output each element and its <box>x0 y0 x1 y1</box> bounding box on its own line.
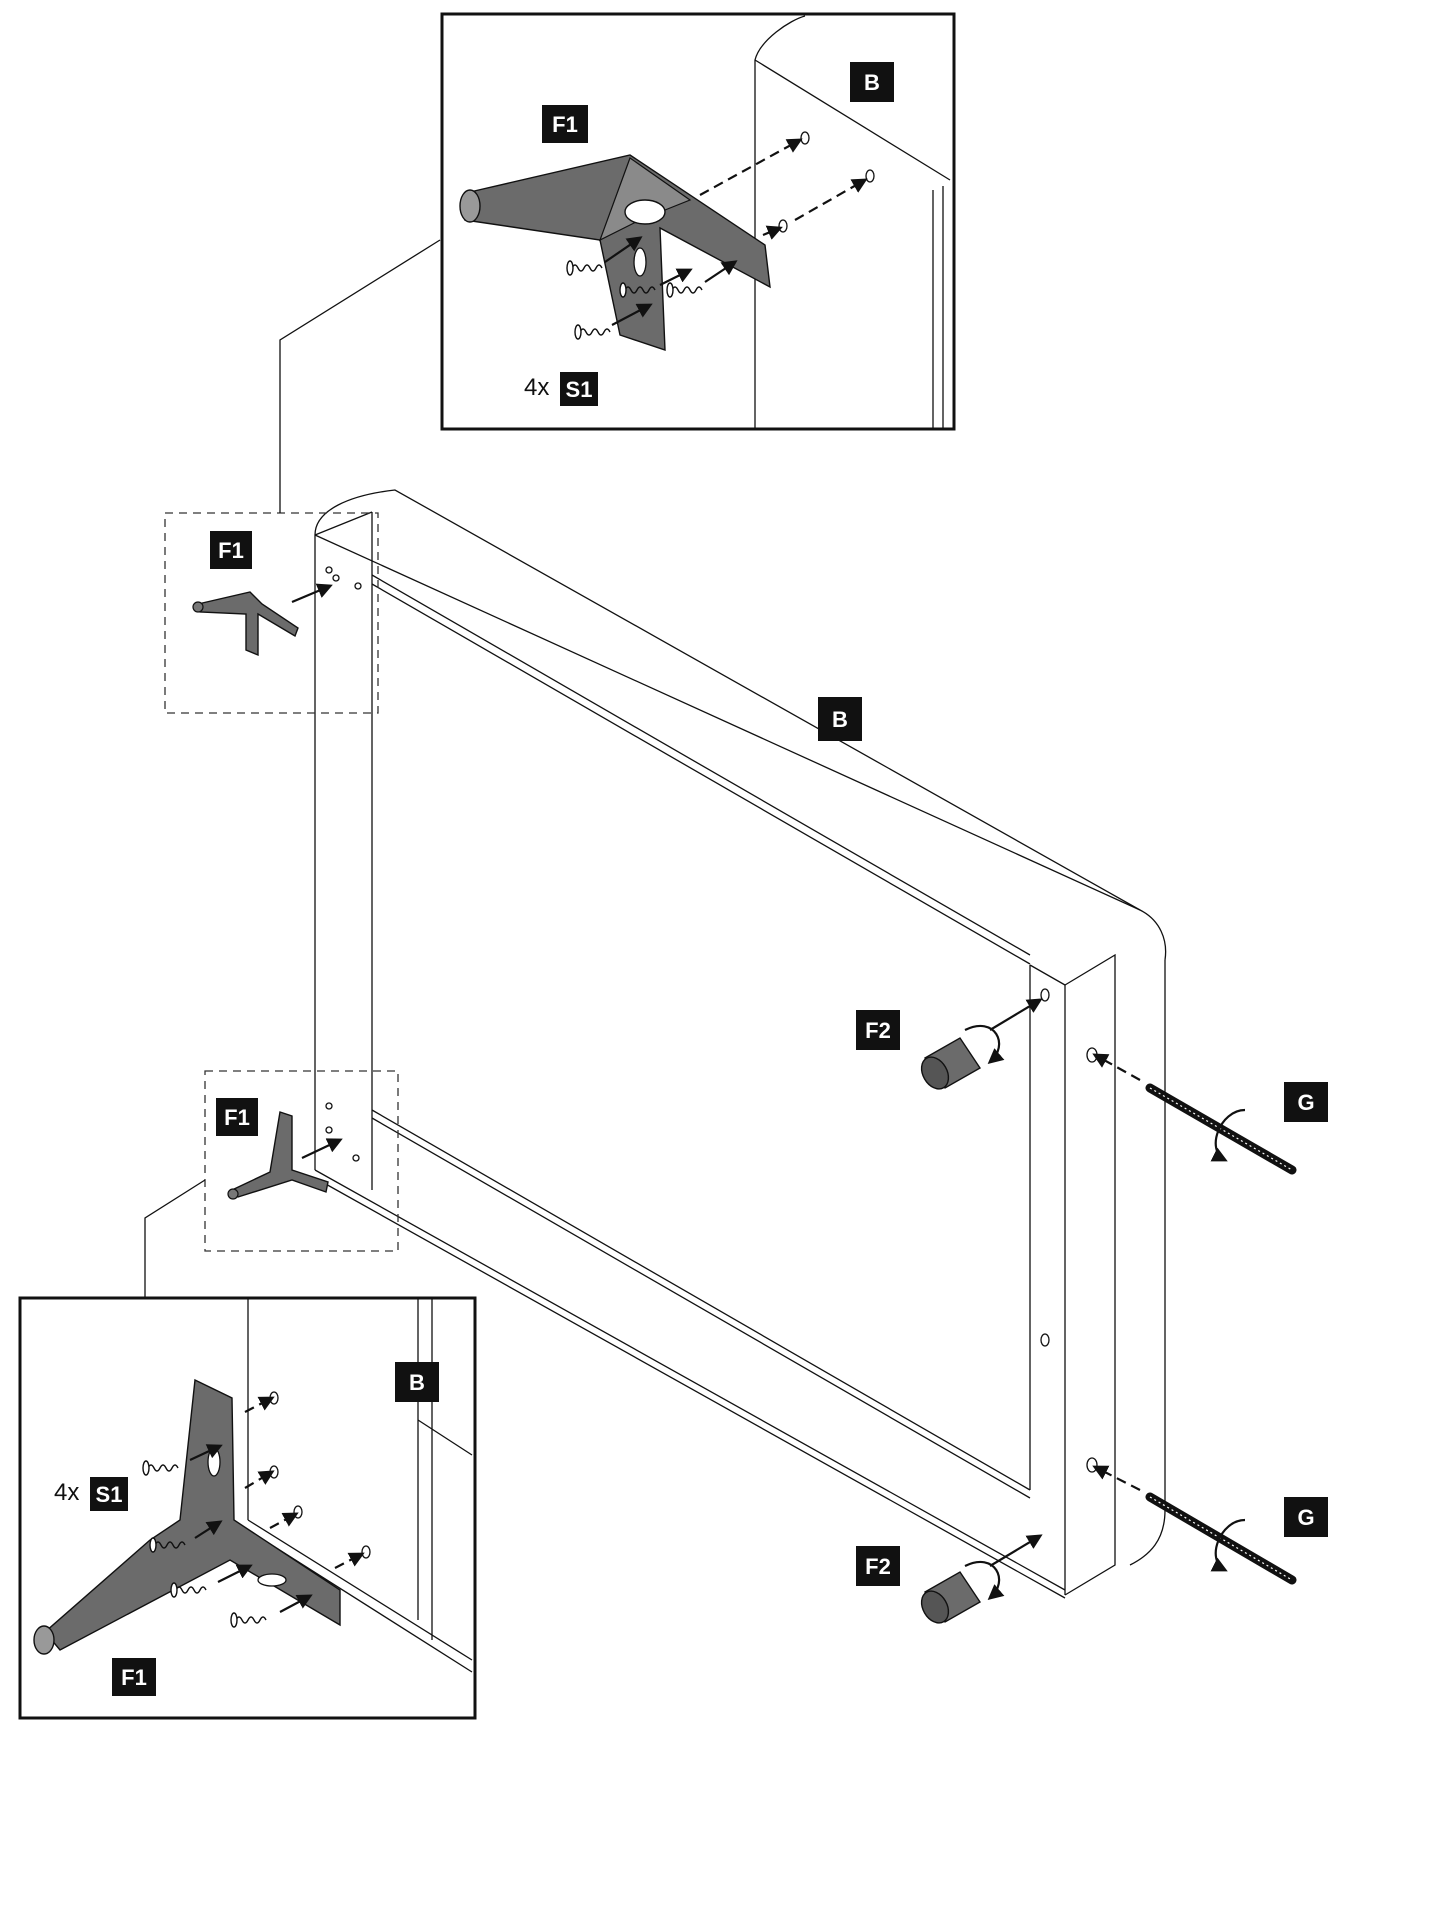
arrow-icon <box>301 1138 343 1159</box>
threaded-rod-icon <box>1145 1492 1297 1585</box>
rotate-arrow-icon <box>1210 1518 1246 1572</box>
rotate-arrow-icon <box>964 1560 1005 1600</box>
callout-box-top <box>164 512 379 714</box>
svg-text:S1: S1 <box>566 377 593 402</box>
leader-line-top <box>279 239 441 513</box>
svg-text:4x: 4x <box>524 374 549 401</box>
panel-label-b: B <box>818 697 862 741</box>
label-g-top: G <box>1284 1082 1328 1122</box>
callout-box-bottom <box>204 1070 399 1252</box>
leader-line-bottom <box>144 1179 206 1297</box>
arrow-icon <box>1092 1465 1141 1491</box>
label-f2-top: F2 <box>856 1010 900 1050</box>
svg-text:F2: F2 <box>865 1018 891 1043</box>
rotate-arrow-icon <box>1210 1108 1246 1162</box>
svg-text:B: B <box>864 70 880 95</box>
leg-bracket-icon <box>192 591 299 657</box>
svg-text:G: G <box>1297 1090 1314 1115</box>
callout-label-f1-bottom: F1 <box>216 1098 258 1136</box>
svg-text:B: B <box>832 707 848 732</box>
svg-text:4x: 4x <box>54 1479 79 1506</box>
svg-text:F1: F1 <box>552 112 578 137</box>
svg-text:G: G <box>1297 1505 1314 1530</box>
label-g-bottom: G <box>1284 1497 1328 1537</box>
arrow-icon <box>989 1534 1043 1567</box>
foot-icon <box>920 1037 981 1090</box>
arrow-icon <box>1092 1053 1141 1081</box>
label-f2-bottom: F2 <box>856 1546 900 1586</box>
svg-text:F1: F1 <box>218 538 244 563</box>
svg-text:F2: F2 <box>865 1554 891 1579</box>
foot-icon <box>920 1571 981 1624</box>
inset-bottom: B 4x S1 F1 <box>18 1296 477 1720</box>
svg-text:F1: F1 <box>224 1105 250 1130</box>
svg-text:S1: S1 <box>96 1482 123 1507</box>
callout-label-f1-top: F1 <box>210 531 252 569</box>
rotate-arrow-icon <box>964 1024 1005 1064</box>
arrow-icon <box>989 998 1043 1031</box>
threaded-rod-icon <box>1145 1083 1297 1175</box>
svg-text:B: B <box>409 1370 425 1395</box>
inset-top: B F1 4x S1 <box>440 12 956 431</box>
svg-text:F1: F1 <box>121 1665 147 1690</box>
arrow-icon <box>291 583 333 604</box>
panel-b <box>314 489 1167 1599</box>
leg-bracket-icon <box>227 1111 329 1200</box>
